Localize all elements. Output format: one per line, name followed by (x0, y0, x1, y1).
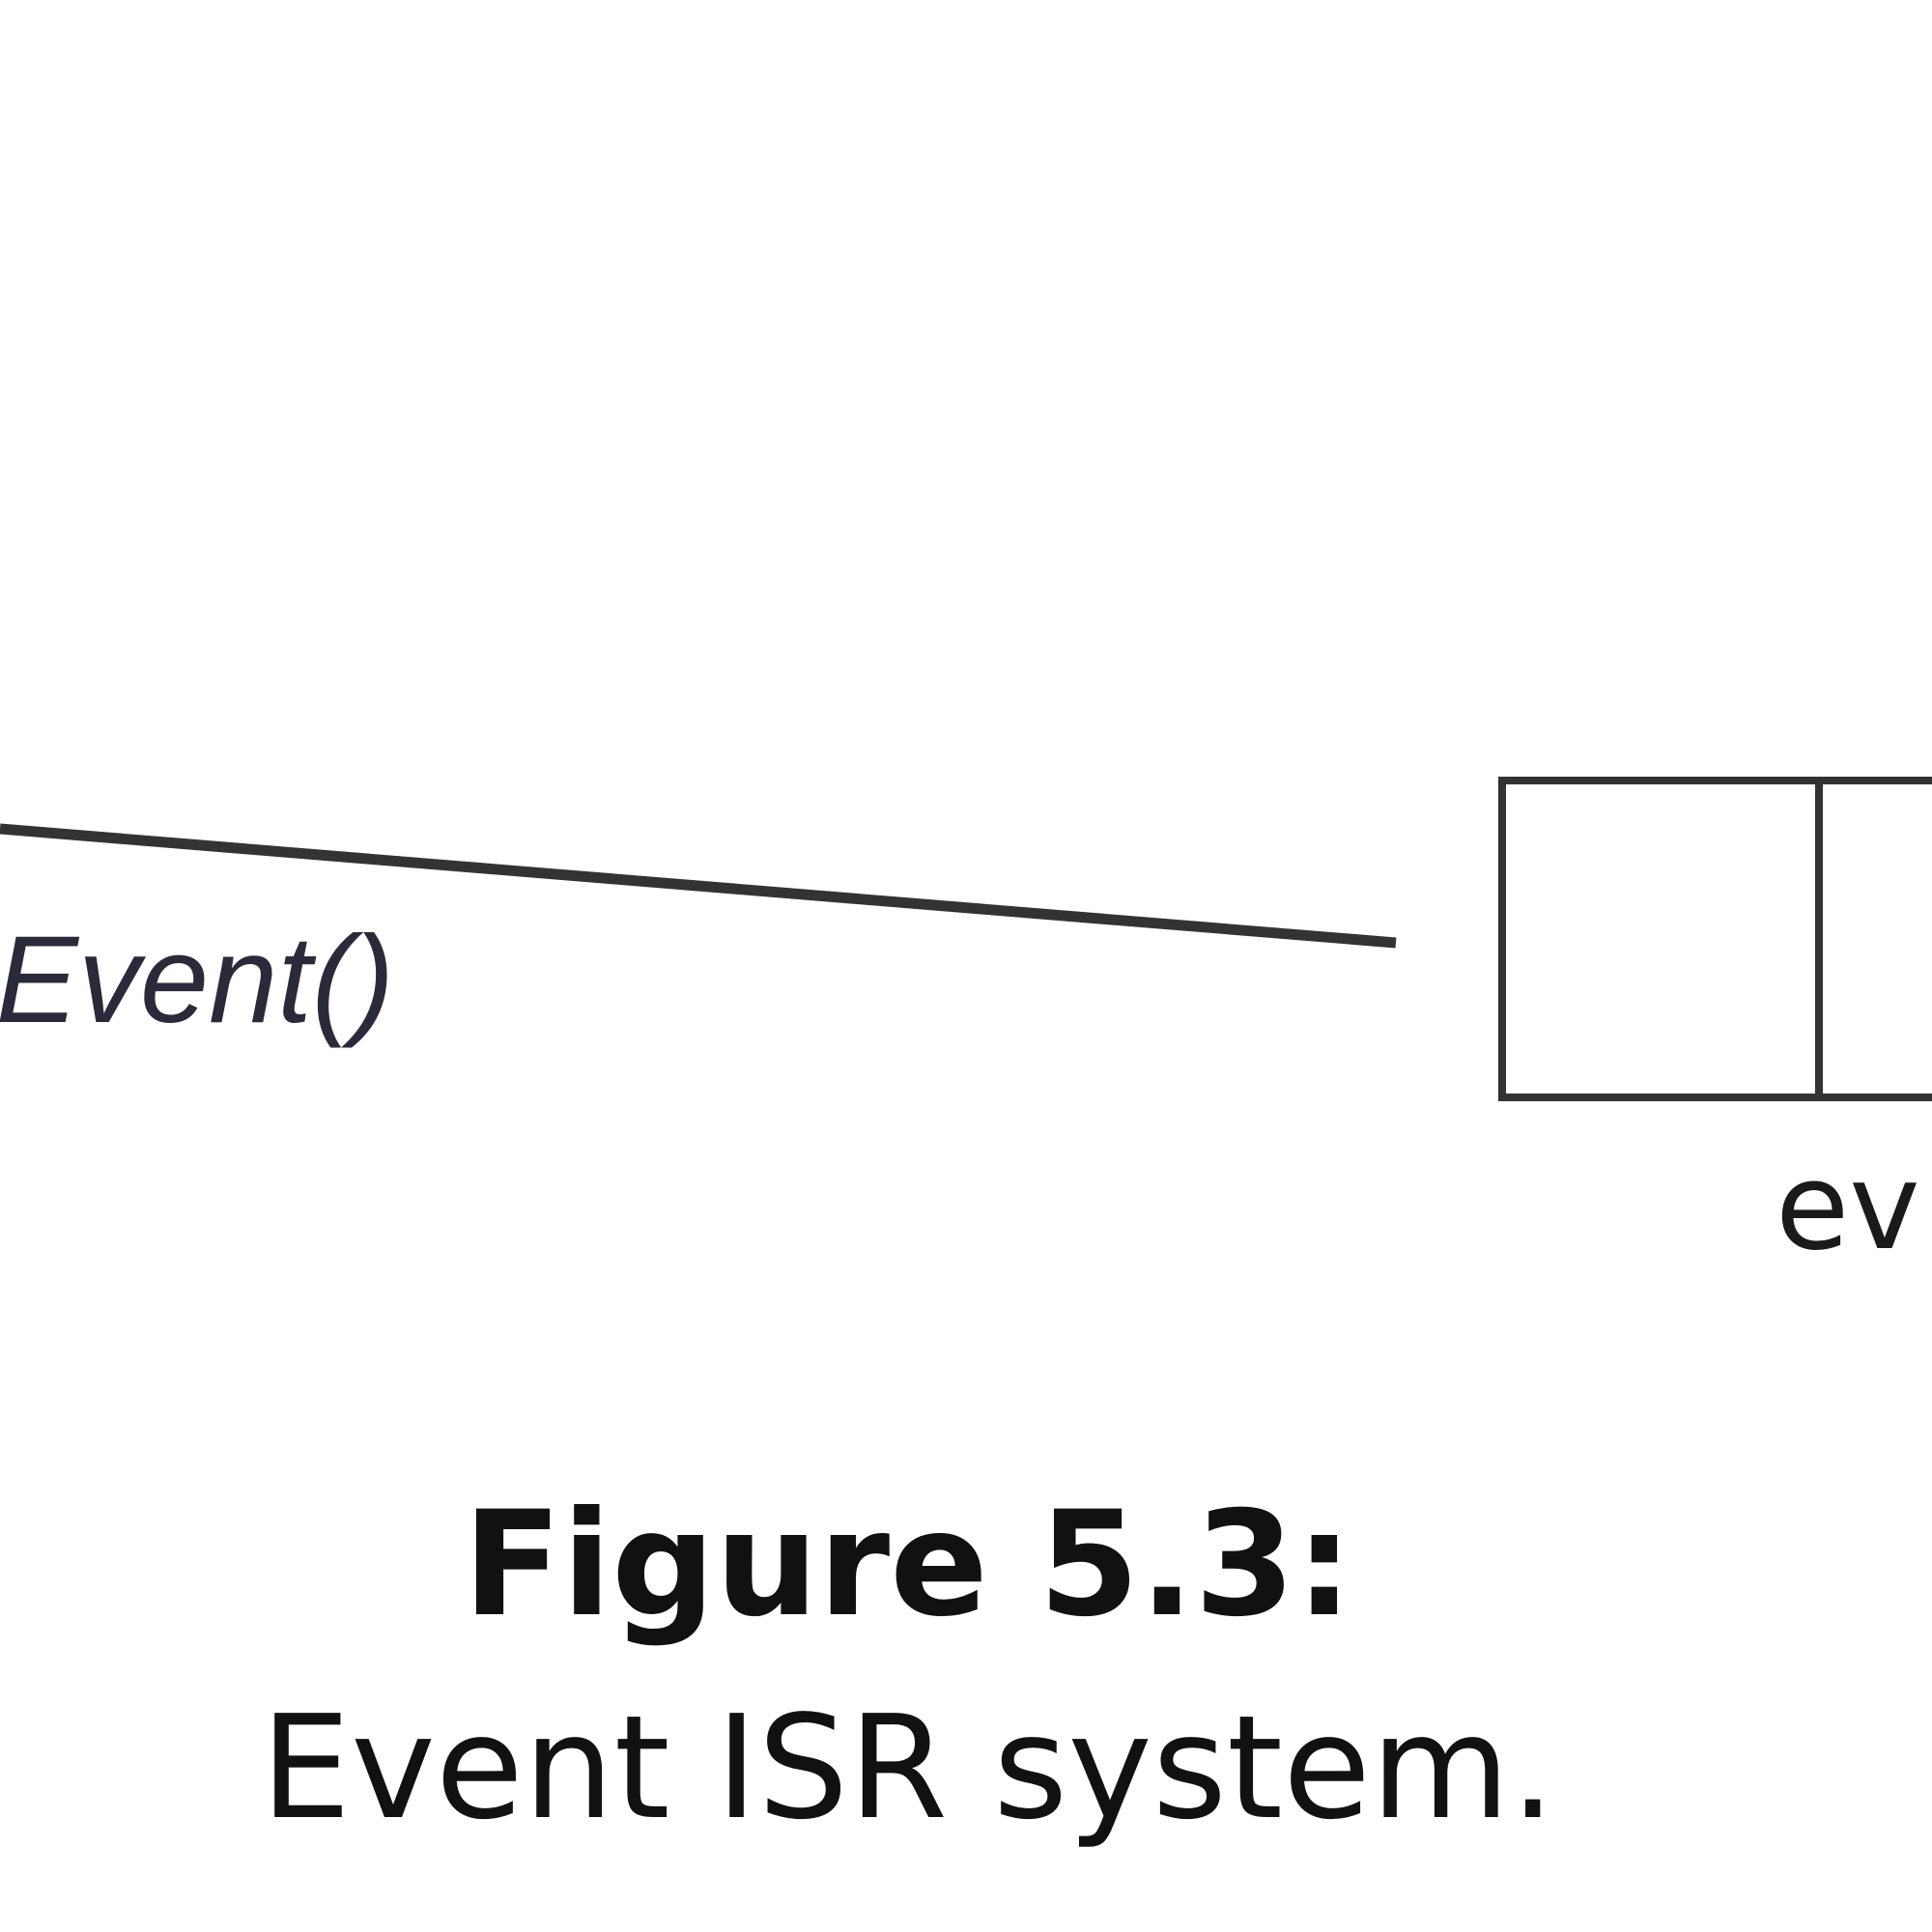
caption-title: Figure 5.3: (463, 1481, 1353, 1649)
queue-cell (1498, 777, 1823, 1101)
caption-text: Event ISR system. (260, 1685, 1556, 1851)
connector-line (0, 823, 1397, 949)
call-label: tEvent() (0, 911, 394, 1049)
figure-caption: Figure 5.3: Event ISR system. (0, 1468, 1816, 1874)
queue-label: ev (1776, 1138, 1920, 1277)
queue-cell (1815, 777, 1932, 1101)
event-queue (1498, 777, 1932, 1101)
